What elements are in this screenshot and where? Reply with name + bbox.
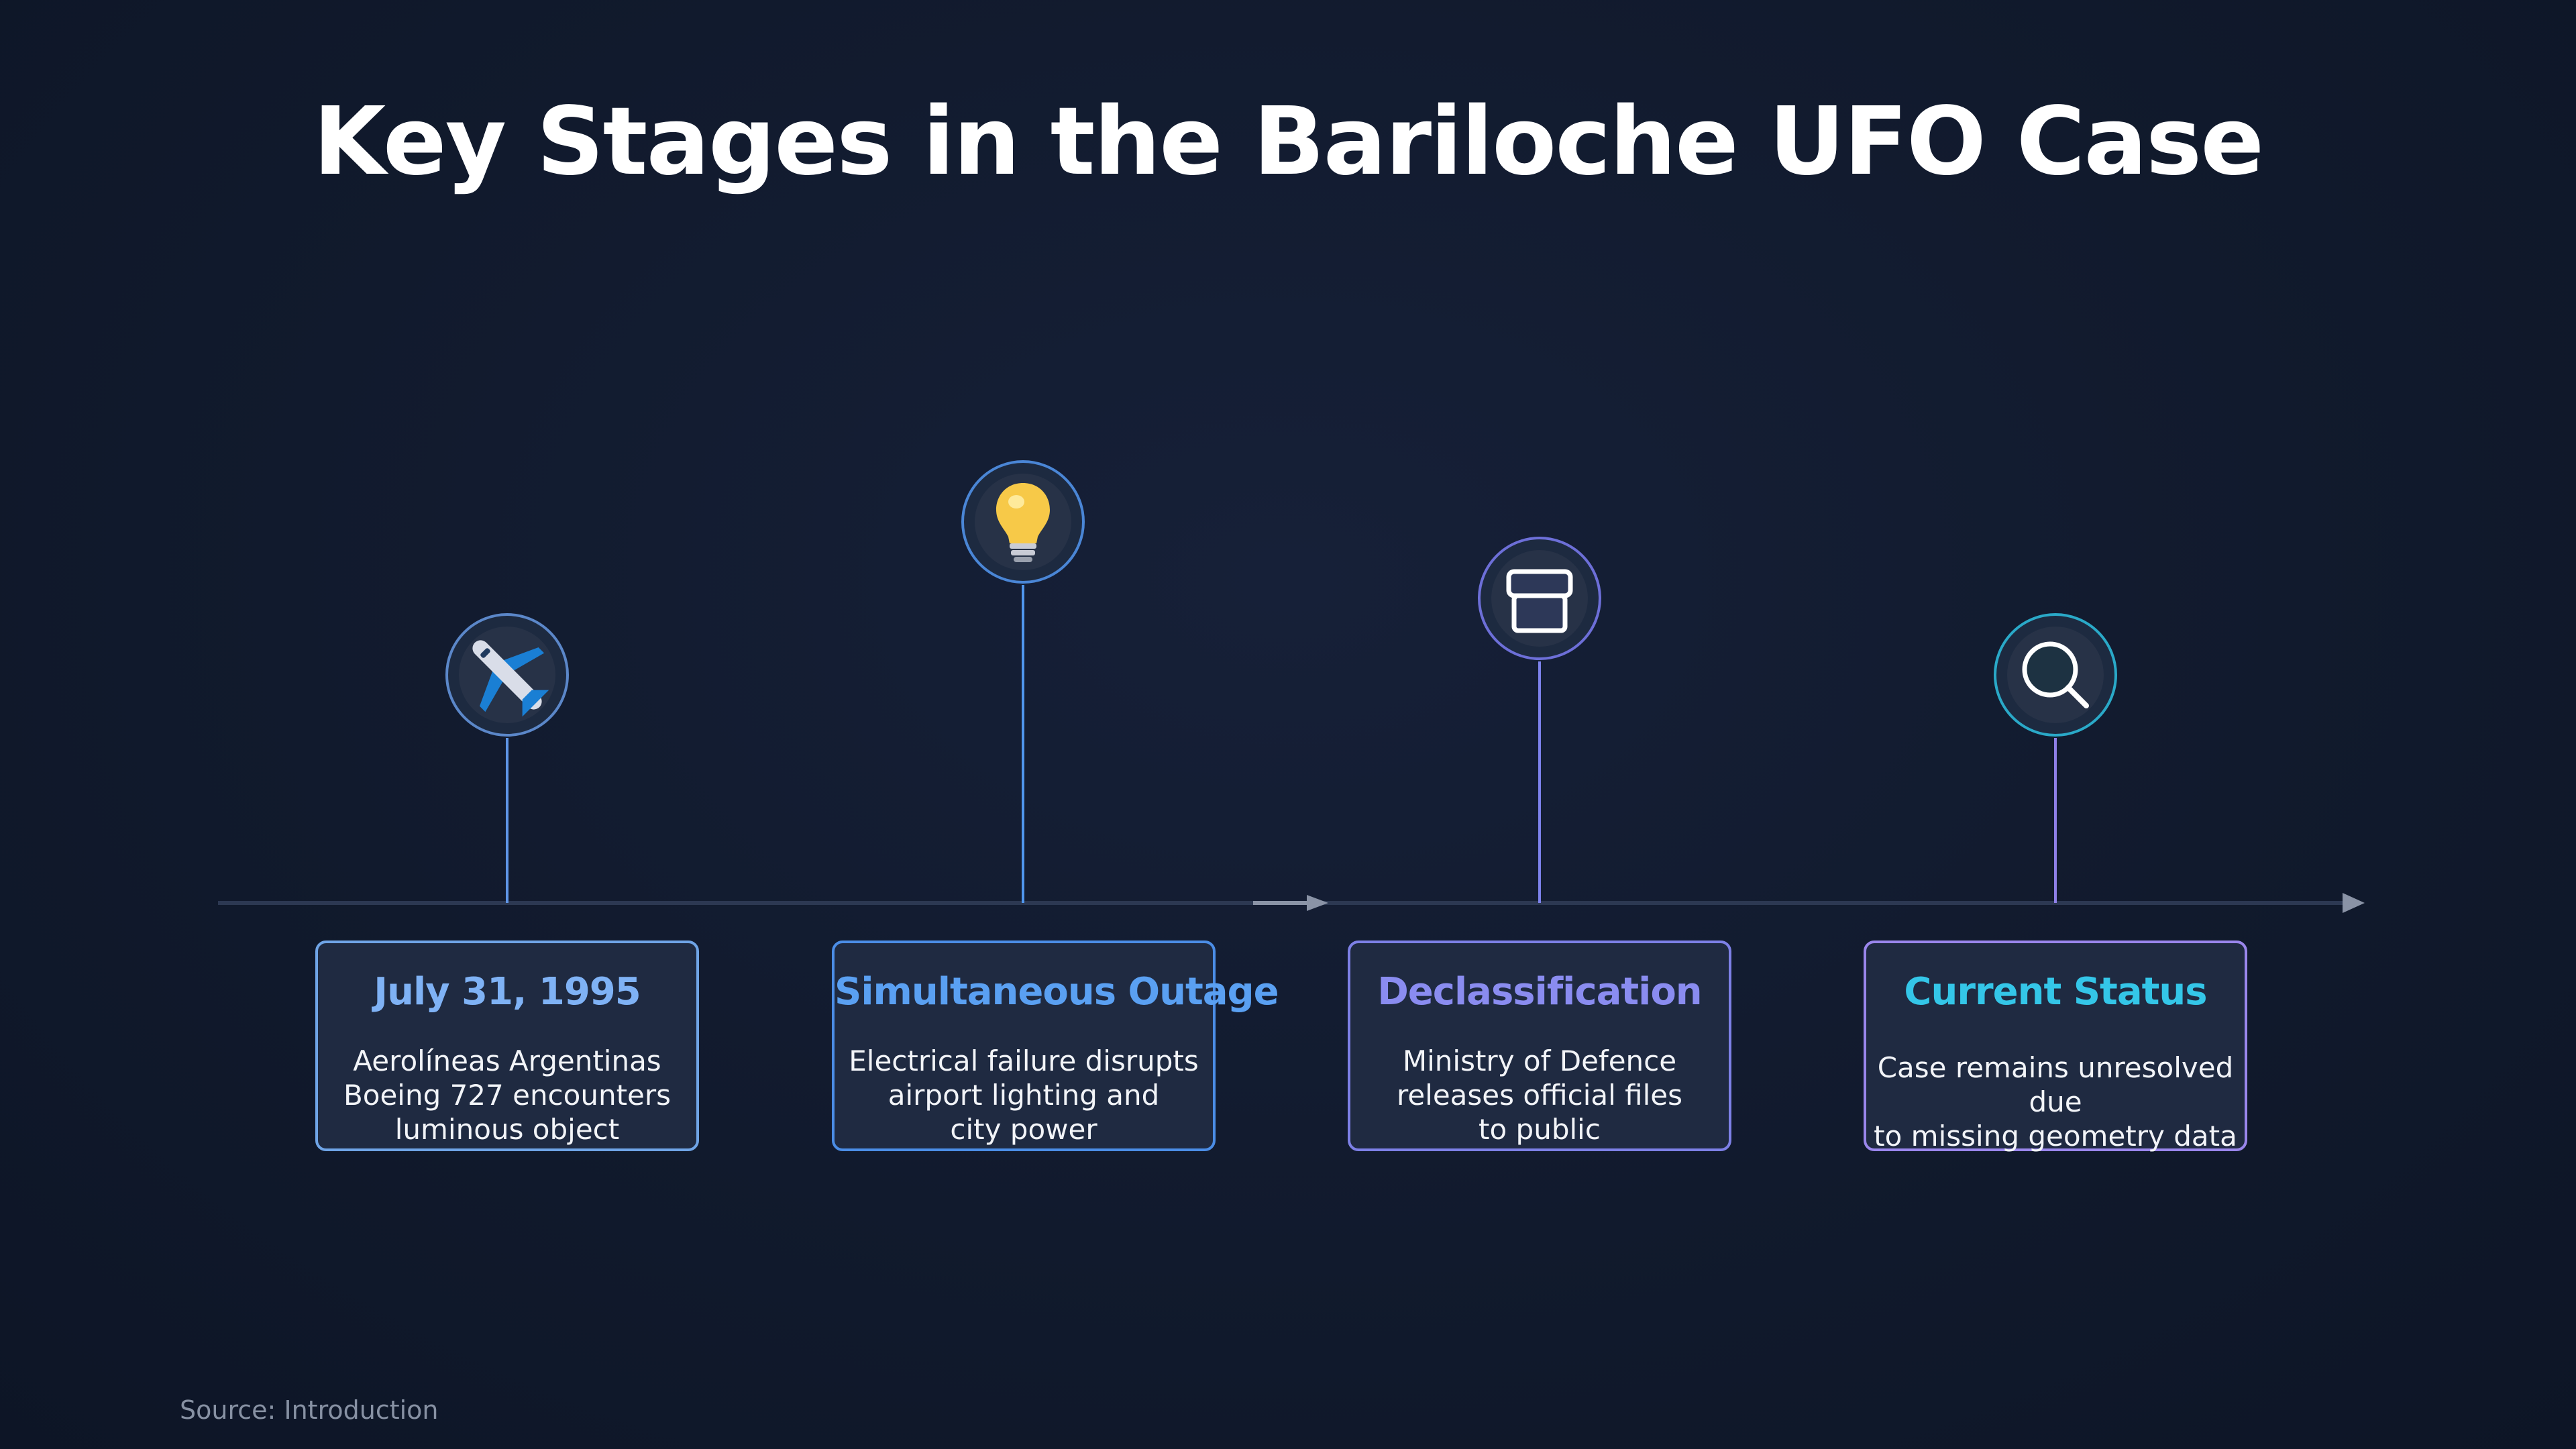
stage-card-2: Simultaneous Outage Electrical failure d… — [832, 941, 1279, 1151]
file-box-icon — [1491, 550, 1588, 647]
timeline-end-arrow — [2343, 893, 2365, 913]
stage-3-title: Declassification — [1377, 970, 1702, 1014]
stage-4-description: Case remains unresolved due to missing g… — [1874, 1051, 2237, 1152]
stage-1-icon-circle — [445, 613, 569, 737]
stage-4-title: Current Status — [1904, 970, 2207, 1014]
lightbulb-icon — [975, 474, 1071, 570]
timeline-mid-arrow-head — [1307, 895, 1328, 911]
magnifier-icon — [2007, 627, 2104, 723]
page-title: Key Stages in the Bariloche UFO Case — [313, 87, 2264, 197]
stage-2-icon-circle — [961, 460, 1085, 584]
source-note: Source: Introduction — [180, 1395, 439, 1425]
stage-card-3: Declassification Ministry of Defence rel… — [1348, 941, 1731, 1151]
stage-2-description: Electrical failure disrupts airport ligh… — [849, 1044, 1199, 1146]
stage-card-4: Current Status Case remains unresolved d… — [1864, 941, 2247, 1152]
stage-1-title: July 31, 1995 — [374, 970, 641, 1014]
stage-2-title: Simultaneous Outage — [835, 970, 1279, 1014]
stage-card-1: July 31, 1995 Aerolíneas Argentinas Boei… — [315, 941, 699, 1151]
stage-4-icon-circle — [1994, 613, 2117, 737]
stage-3-description: Ministry of Defence releases official fi… — [1396, 1044, 1683, 1146]
stage-3-icon-circle — [1478, 537, 1601, 660]
airplane-icon — [459, 627, 555, 723]
stage-1-description: Aerolíneas Argentinas Boeing 727 encount… — [343, 1044, 672, 1146]
